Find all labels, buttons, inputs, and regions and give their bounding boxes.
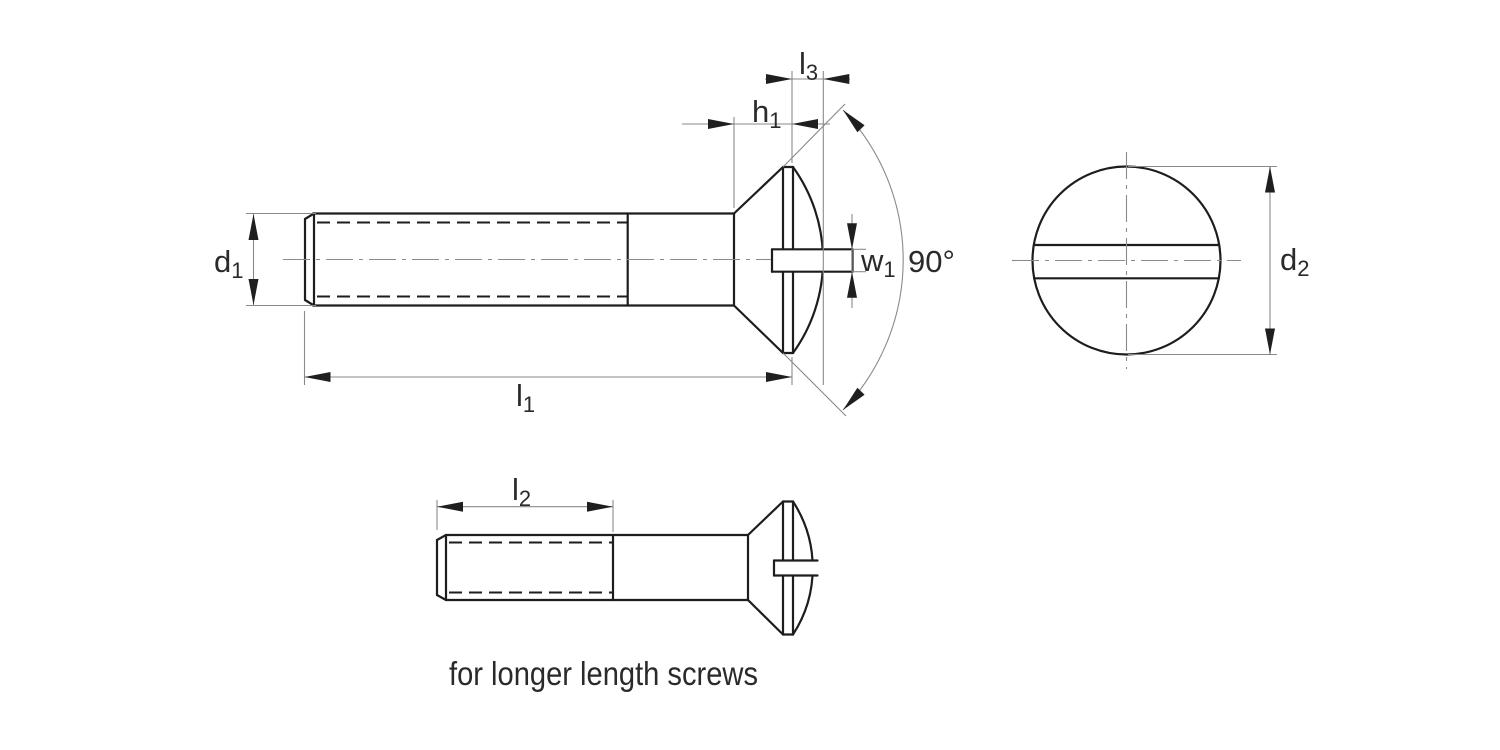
label-h1: h1 bbox=[752, 94, 782, 133]
label-l1: l1 bbox=[516, 378, 535, 417]
arrow-angle-top bbox=[843, 110, 865, 133]
main-view-dimensions: d1 l1 h1 l3 w1 90° bbox=[214, 46, 955, 417]
arrow-d1-bottom bbox=[248, 279, 259, 305]
arrow-l2-right bbox=[587, 501, 613, 512]
arrow-l1-left bbox=[304, 372, 331, 382]
thread-dashed-lines bbox=[317, 221, 627, 298]
main-side-view bbox=[283, 165, 854, 355]
arrow-w1-top bbox=[847, 223, 857, 250]
arrow-w1-bottom bbox=[847, 271, 857, 298]
label-angle-90: 90° bbox=[908, 244, 955, 279]
arrow-l1-right bbox=[766, 372, 792, 382]
arrow-angle-bottom bbox=[843, 387, 865, 410]
arrow-h1-left bbox=[708, 119, 734, 129]
arrow-d2-top bbox=[1265, 166, 1275, 193]
arrow-l3-right bbox=[823, 74, 850, 84]
label-l3: l3 bbox=[799, 46, 818, 85]
front-view-centerlines bbox=[1012, 152, 1241, 369]
arrow-l3-left bbox=[766, 74, 792, 84]
arrow-l2-left bbox=[437, 501, 463, 512]
arrow-h1-right bbox=[792, 119, 818, 129]
longer-thread-dashed-lines bbox=[449, 541, 612, 594]
extension-and-dimension-lines bbox=[246, 71, 904, 417]
longer-screw-outline bbox=[435, 500, 814, 636]
d2-dimension-lines bbox=[1128, 165, 1277, 356]
angle-arc bbox=[842, 109, 904, 411]
arrow-d1-top bbox=[248, 214, 259, 240]
arrow-d2-bottom bbox=[1265, 328, 1275, 355]
longer-screw-view: l2 bbox=[435, 472, 819, 636]
label-l2: l2 bbox=[512, 472, 531, 511]
label-d2: d2 bbox=[1280, 242, 1310, 281]
caption-longer-length-screws: for longer length screws bbox=[449, 655, 758, 692]
slot-side-view bbox=[770, 248, 854, 273]
longer-slot-side-view bbox=[772, 559, 819, 577]
label-d1: d1 bbox=[214, 244, 244, 283]
l2-dimension-lines bbox=[436, 500, 614, 532]
arrowheads bbox=[248, 74, 865, 410]
label-w1: w1 bbox=[860, 243, 896, 282]
dimension-labels: d1 l1 h1 l3 w1 90° bbox=[214, 46, 955, 417]
head-front-view: d2 bbox=[1012, 152, 1310, 369]
